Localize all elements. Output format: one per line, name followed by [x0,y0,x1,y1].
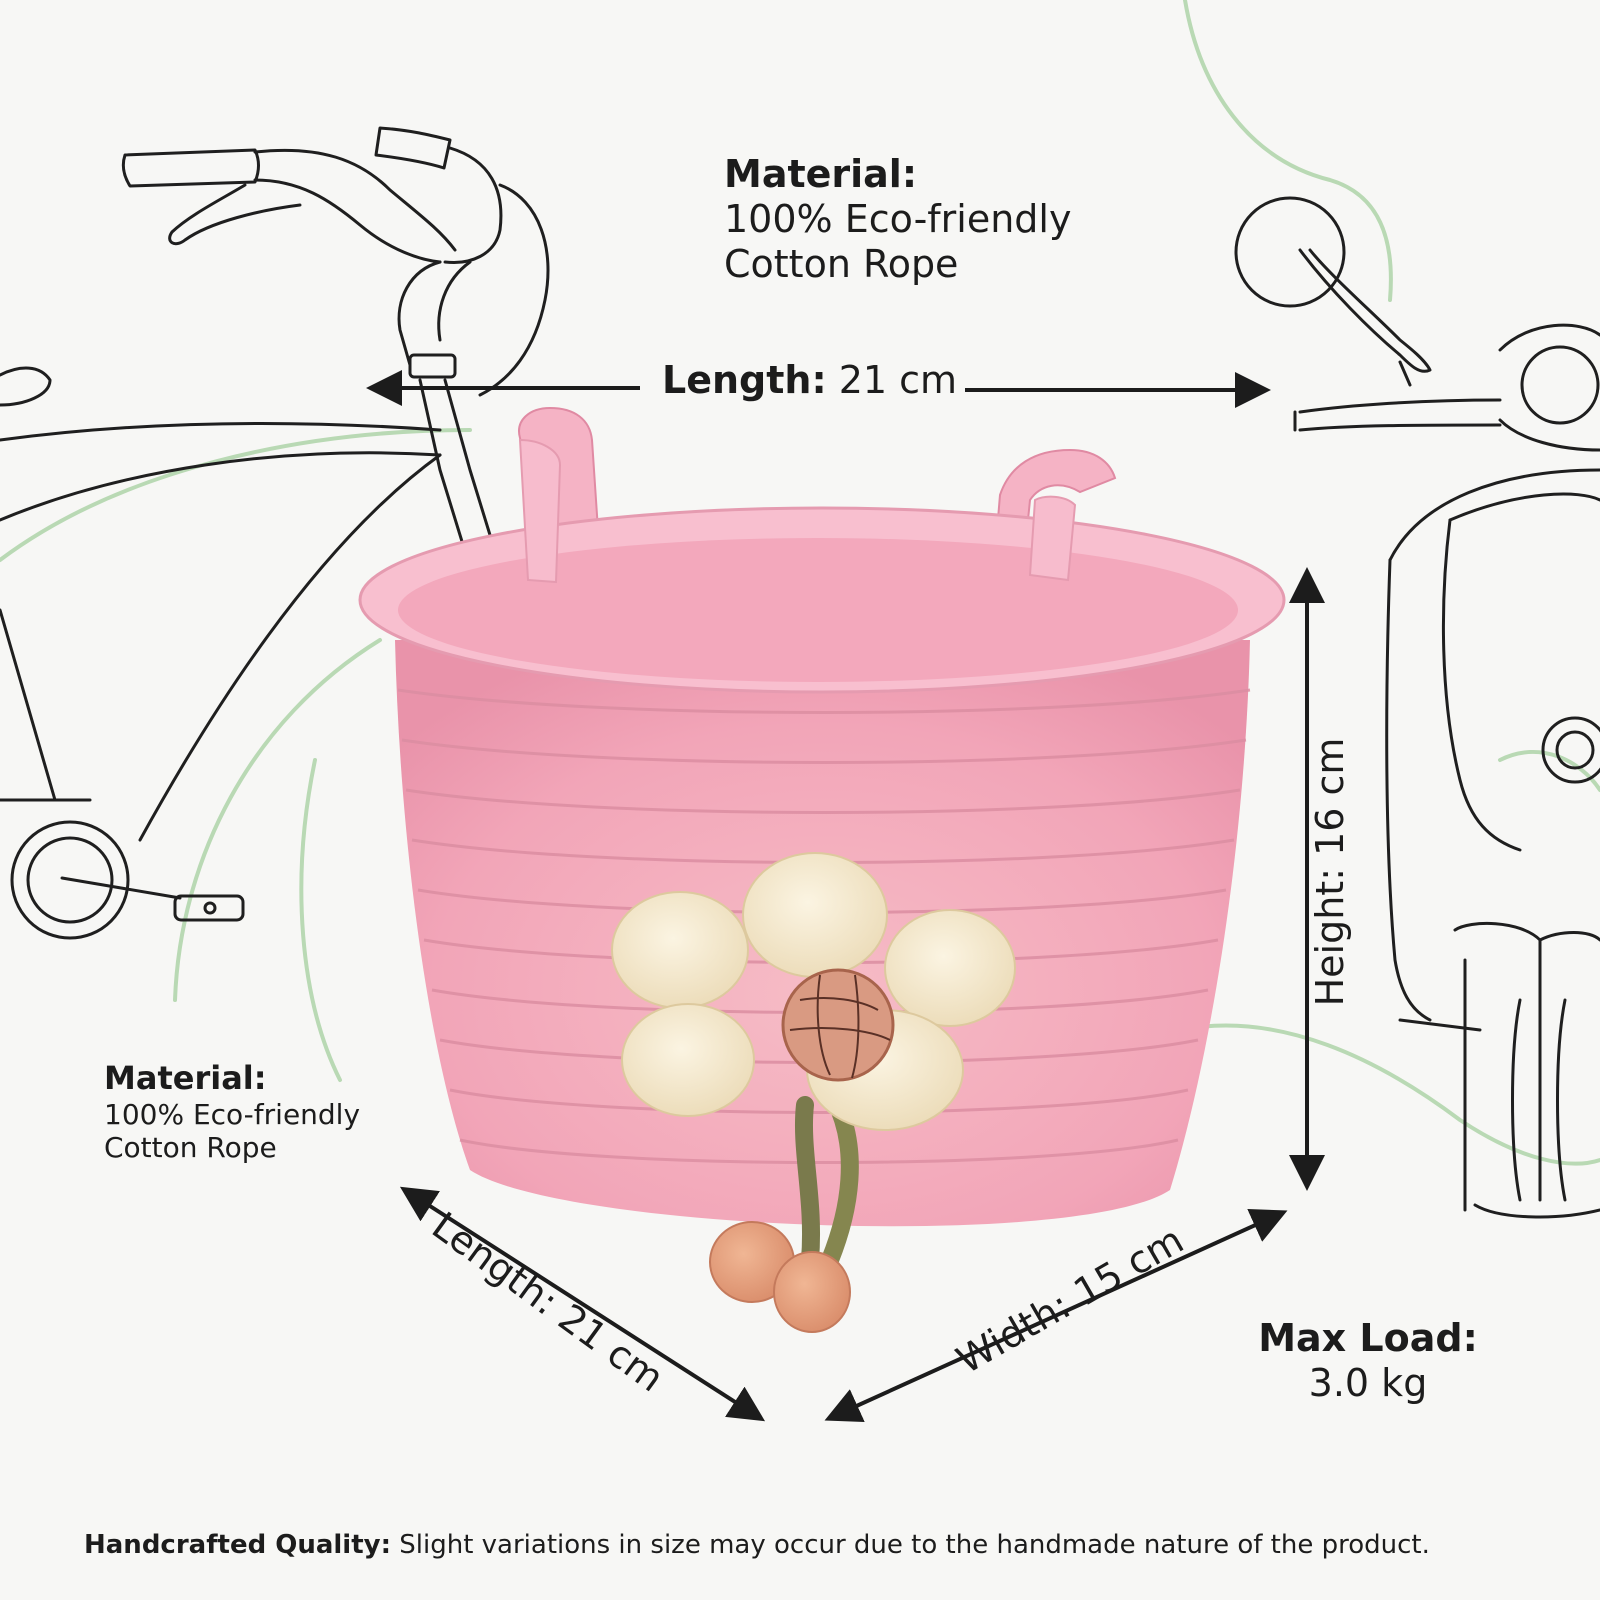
length-callout-top: Length: 21 cm [662,358,957,403]
material-left-line2: Cotton Rope [104,1130,277,1164]
length-top-label: Length: [662,358,827,402]
material-callout-top: Material: 100% Eco-friendly Cotton Rope [724,152,1071,286]
max-load-label: Max Load: [1258,1316,1478,1360]
material-top-label: Material: [724,152,918,196]
height-callout: Height: 16 cm [1308,737,1352,1007]
max-load-value: 3.0 kg [1308,1360,1428,1405]
scooter-line-art [1234,196,1600,1219]
width-diag-arrow [824,1208,1288,1423]
bicycle-line-art [0,126,550,940]
length-top-value: 21 cm [826,358,958,402]
footer-text: Slight variations in size may occur due … [391,1530,1430,1560]
material-top-line1: 100% Eco-friendly [724,196,1072,241]
length-diag-arrow [399,1186,766,1422]
footer-note: Handcrafted Quality: Slight variations i… [84,1530,1430,1560]
material-callout-left: Material: 100% Eco-friendly Cotton Rope [104,1059,361,1164]
material-left-line1: 100% Eco-friendly [104,1097,361,1131]
footer-label: Handcrafted Quality: [84,1530,391,1560]
max-load-callout: Max Load: 3.0 kg [1258,1316,1478,1406]
dimension-arrows [366,370,1325,1423]
material-top-line2: Cotton Rope [724,241,959,286]
material-left-label: Material: [104,1059,267,1097]
flower-decoration [611,852,1016,1333]
